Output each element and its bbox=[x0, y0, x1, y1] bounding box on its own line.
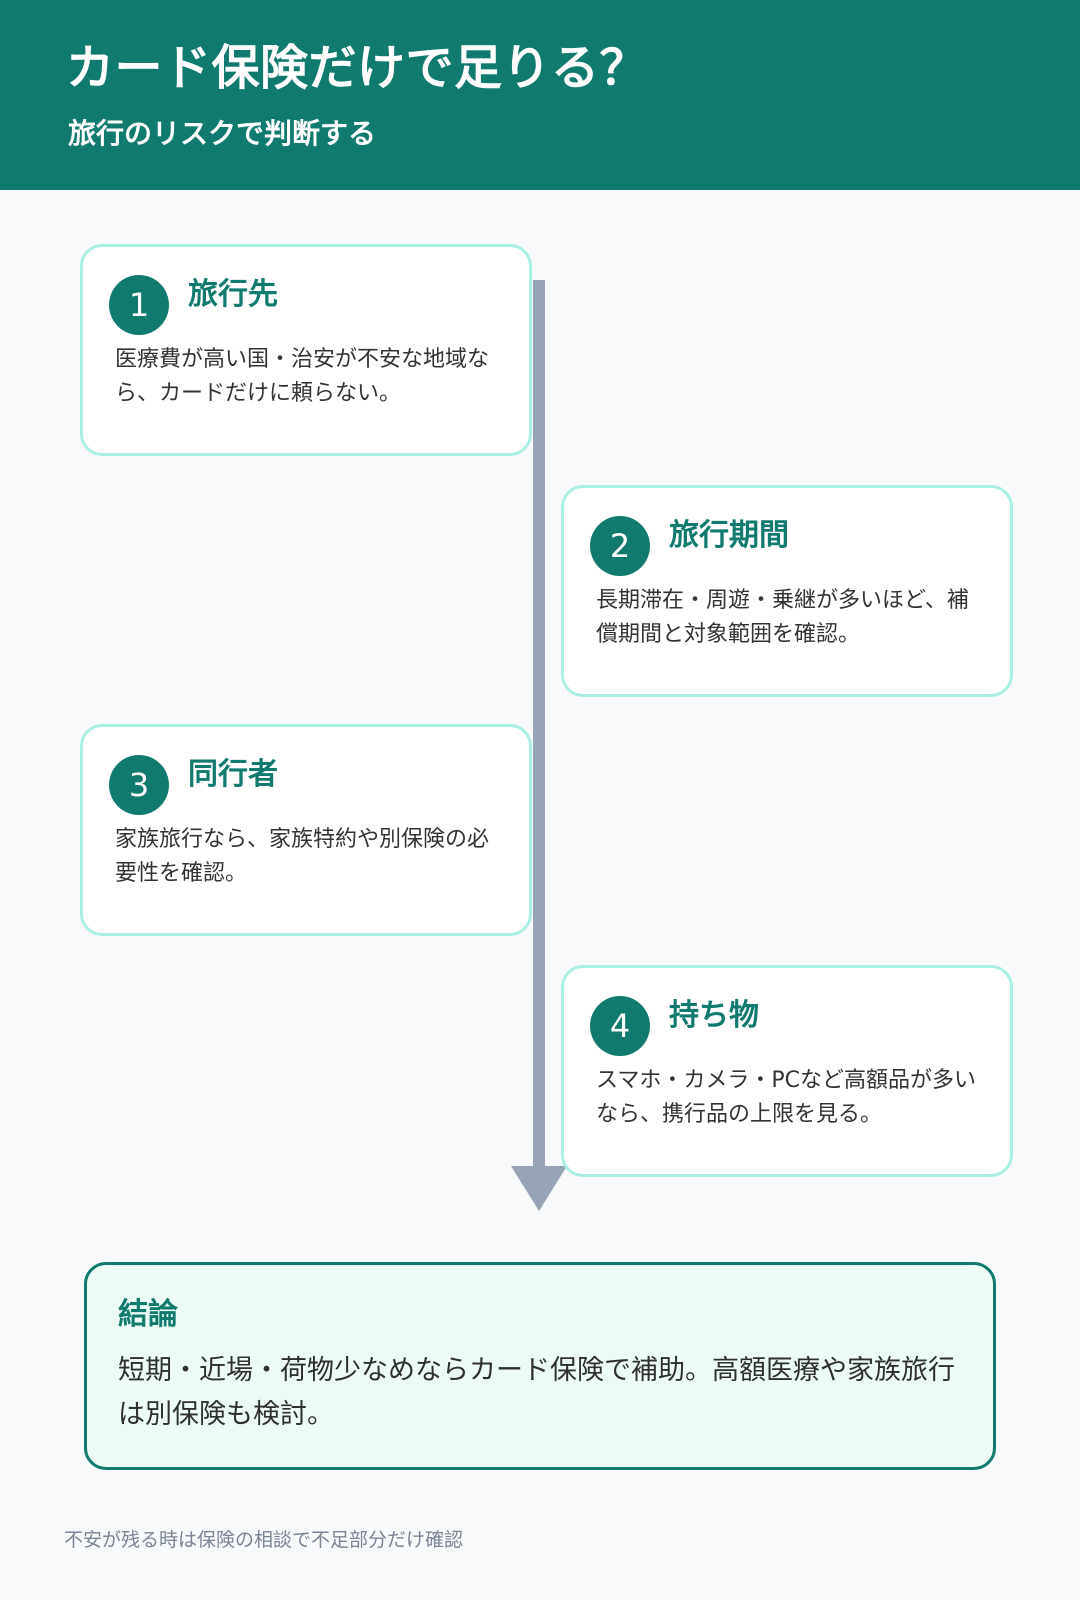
step-description: 家族旅行なら、家族特約や別保険の必要性を確認。 bbox=[115, 827, 490, 886]
step-card-companions: 3 同行者 家族旅行なら、家族特約や別保険の必要性を確認。 bbox=[80, 724, 532, 936]
step-number-badge: 4 bbox=[590, 996, 650, 1056]
header-banner: カード保険だけで足りる？ 旅行のリスクで判断する bbox=[0, 0, 1080, 190]
page-subtitle: 旅行のリスクで判断する bbox=[68, 117, 377, 150]
step-number-badge: 1 bbox=[109, 275, 169, 335]
step-card-belongings: 4 持ち物 スマホ・カメラ・PCなど高額品が多いなら、携行品の上限を見る。 bbox=[561, 965, 1013, 1177]
step-card-duration: 2 旅行期間 長期滞在・周遊・乗継が多いほど、補償期間と対象範囲を確認。 bbox=[561, 485, 1013, 697]
conclusion-text: 短期・近場・荷物少なめならカード保険で補助。高額医療や家族旅行は別保険も検討。 bbox=[118, 1355, 955, 1430]
footer-note: 不安が残る時は保険の相談で不足部分だけ確認 bbox=[64, 1529, 464, 1551]
step-description: スマホ・カメラ・PCなど高額品が多いなら、携行品の上限を見る。 bbox=[596, 1068, 976, 1127]
conclusion-title: 結論 bbox=[118, 1297, 178, 1332]
flow-line bbox=[533, 280, 545, 1172]
step-title: 同行者 bbox=[188, 757, 278, 792]
down-arrow-icon bbox=[511, 1166, 567, 1211]
step-number-badge: 3 bbox=[109, 755, 169, 815]
step-card-destination: 1 旅行先 医療費が高い国・治安が不安な地域なら、カードだけに頼らない。 bbox=[80, 244, 532, 456]
step-title: 旅行期間 bbox=[669, 518, 789, 553]
step-title: 旅行先 bbox=[188, 277, 278, 312]
step-title: 持ち物 bbox=[669, 998, 759, 1033]
step-number-badge: 2 bbox=[590, 516, 650, 576]
page-title: カード保険だけで足りる？ bbox=[66, 40, 649, 96]
step-description: 長期滞在・周遊・乗継が多いほど、補償期間と対象範囲を確認。 bbox=[596, 588, 969, 647]
step-description: 医療費が高い国・治安が不安な地域なら、カードだけに頼らない。 bbox=[115, 347, 490, 406]
conclusion-box: 結論 短期・近場・荷物少なめならカード保険で補助。高額医療や家族旅行は別保険も検… bbox=[84, 1262, 996, 1470]
